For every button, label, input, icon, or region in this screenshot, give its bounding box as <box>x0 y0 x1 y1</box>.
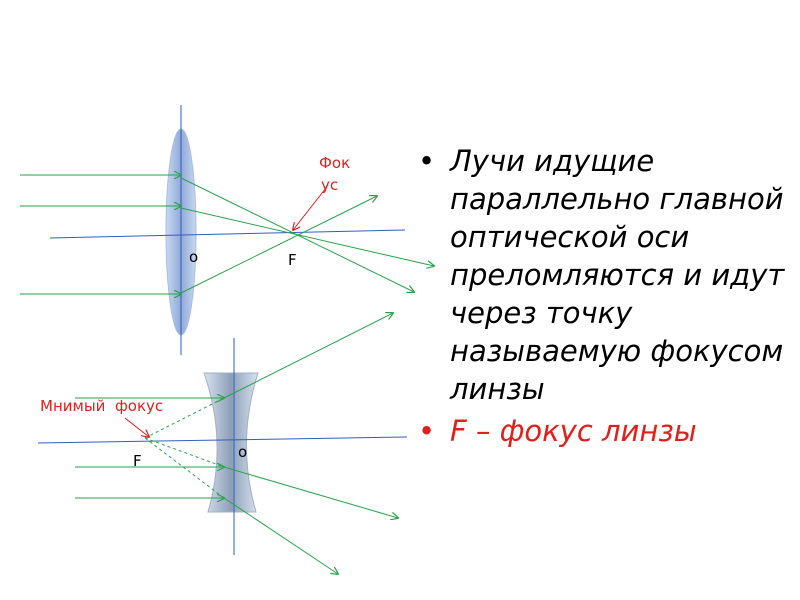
concave-main-optical-axis <box>37 436 408 444</box>
explanation-text: Лучи идущие параллельно главной оптическ… <box>450 144 785 406</box>
concave-lens <box>203 372 259 513</box>
concave-virtual-extension-1 <box>144 397 225 439</box>
concave-focus-letter: F <box>133 452 142 470</box>
convex-main-optical-axis <box>49 229 406 239</box>
focus-definition-text: F – фокус линзы <box>450 414 697 448</box>
concave-center-letter: о <box>238 443 247 461</box>
convex-focus-pointer <box>293 187 327 230</box>
explanation-list: Лучи идущие параллельно главной оптическ… <box>418 142 788 450</box>
concave-virtual-extension-3 <box>144 437 225 499</box>
convex-refracted-ray-3 <box>180 196 377 294</box>
convex-refracted-ray-2 <box>180 207 434 266</box>
convex-focus-letter: F <box>288 251 297 269</box>
convex-focus-label-line1: Фок <box>319 154 350 172</box>
diverging-lens-group: Мнимый фокус F о <box>37 313 408 574</box>
focus-definition-bullet: F – фокус линзы <box>418 412 788 450</box>
convex-focus-label-line2: ус <box>321 176 338 194</box>
concave-focus-pointer <box>124 417 149 437</box>
concave-refracted-ray-3 <box>223 497 338 574</box>
concave-refracted-ray-1 <box>223 313 393 399</box>
convex-center-letter: о <box>189 248 198 266</box>
explanation-bullet: Лучи идущие параллельно главной оптическ… <box>418 142 788 408</box>
concave-focus-label: Мнимый фокус <box>40 397 163 415</box>
converging-lens-group: Фок ус F о <box>20 105 434 355</box>
concave-virtual-extension-2 <box>144 437 225 468</box>
concave-refracted-ray-2 <box>223 466 398 518</box>
